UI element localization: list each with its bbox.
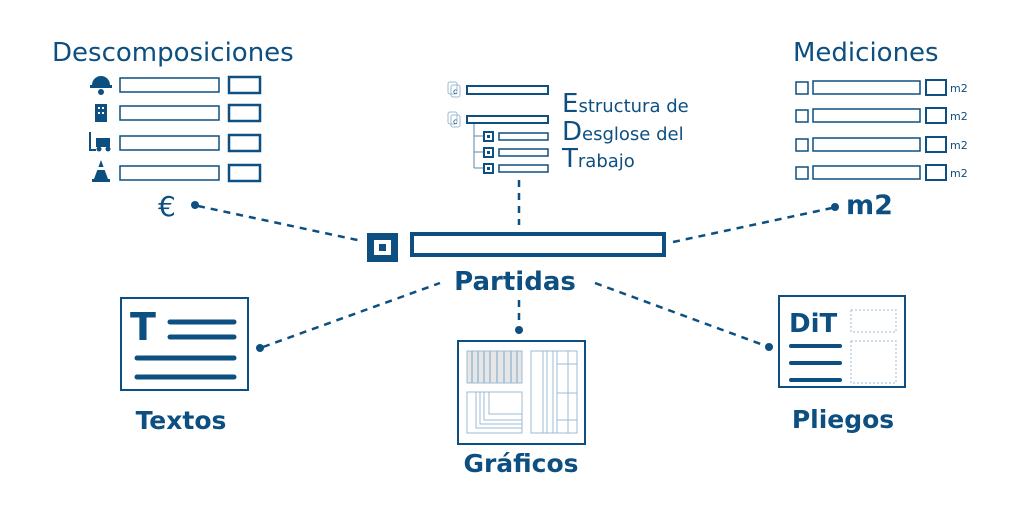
specification-sheet-icon [778, 295, 906, 388]
traffic-cone-icon [92, 160, 110, 182]
svg-text:m2: m2 [950, 82, 968, 95]
connector-dot [256, 344, 264, 352]
pliegos-node[interactable]: DiT Pliegos [778, 295, 906, 434]
svg-text:T: T [130, 305, 156, 349]
mediciones-title: Mediciones [793, 38, 939, 68]
document-c-icon: c [447, 81, 461, 98]
textos-label: Textos [136, 406, 227, 435]
textos-node[interactable]: T Textos [120, 297, 249, 435]
connector-dot [515, 326, 523, 334]
connector-dot [831, 203, 839, 211]
svg-text:m2: m2 [950, 110, 968, 123]
svg-text:m2: m2 [950, 139, 968, 152]
worker-helmet-icon [90, 76, 112, 95]
svg-text:m2: m2 [950, 167, 968, 180]
descomposiciones-group: Descomposiciones € [52, 38, 294, 223]
forklift-icon [89, 132, 111, 152]
edt-title-line2: Desglose del [562, 117, 684, 147]
document-c-icon: c [447, 111, 461, 128]
drawing-icon [457, 340, 586, 445]
text-document-icon [120, 297, 249, 391]
mediciones-group: Mediciones m2 m2 m2 m2 m2 [793, 38, 968, 221]
pliegos-label: Pliegos [792, 405, 894, 434]
medicion-row: m2 [795, 164, 968, 181]
partidas-node[interactable]: Partidas [367, 232, 666, 297]
dit-logo: DiT [789, 309, 837, 339]
connector-pliegos [594, 281, 767, 348]
partidas-label: Partidas [454, 267, 576, 297]
graficos-label: Gráficos [463, 449, 578, 478]
connector-dot [191, 201, 199, 209]
connector-mediciones [672, 206, 833, 244]
medicion-row: m2 [795, 107, 968, 124]
building-icon [95, 104, 107, 122]
medicion-row: m2 [795, 79, 968, 96]
edt-group: c c Estructura de Desglose del Trabajo [447, 81, 689, 174]
connector-dot [765, 343, 773, 351]
connector-descomposiciones [197, 204, 363, 243]
edt-title-line1: Estructura de [562, 89, 689, 119]
svg-text:c: c [453, 87, 457, 96]
m2-symbol: m2 [846, 190, 893, 221]
descomposicion-rows [119, 75, 262, 183]
euro-symbol: € [158, 190, 176, 223]
connectors [191, 180, 839, 352]
svg-text:c: c [453, 117, 457, 126]
graficos-node[interactable]: Gráficos [457, 340, 586, 478]
partida-bar [410, 232, 666, 257]
connector-textos [262, 281, 441, 349]
edt-title-line3: Trabajo [561, 144, 635, 174]
medicion-row: m2 [795, 136, 968, 153]
descomposiciones-title: Descomposiciones [52, 38, 294, 68]
